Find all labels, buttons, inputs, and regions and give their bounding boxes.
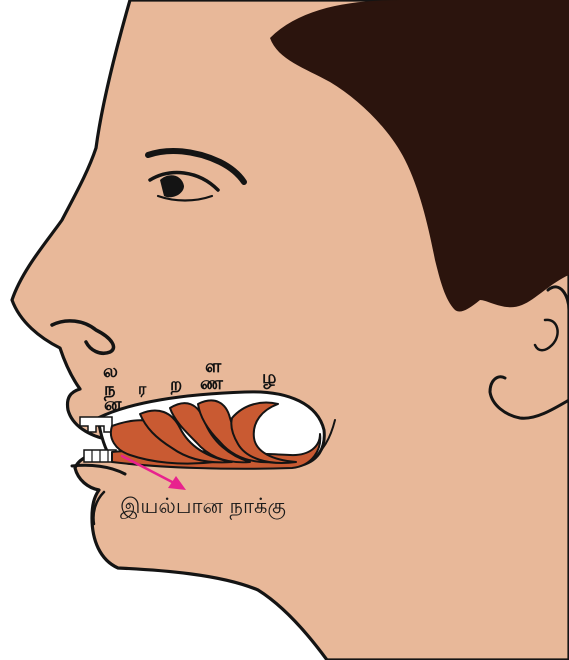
label-nna: ண (200, 375, 223, 393)
label-ra: ர (138, 381, 146, 397)
label-na-alveolar: ன (104, 396, 121, 414)
label-rra: ற (170, 376, 182, 394)
caption-normal-tongue: இயல்பான நாக்கு (120, 494, 286, 521)
label-zha: ழ (262, 369, 276, 387)
